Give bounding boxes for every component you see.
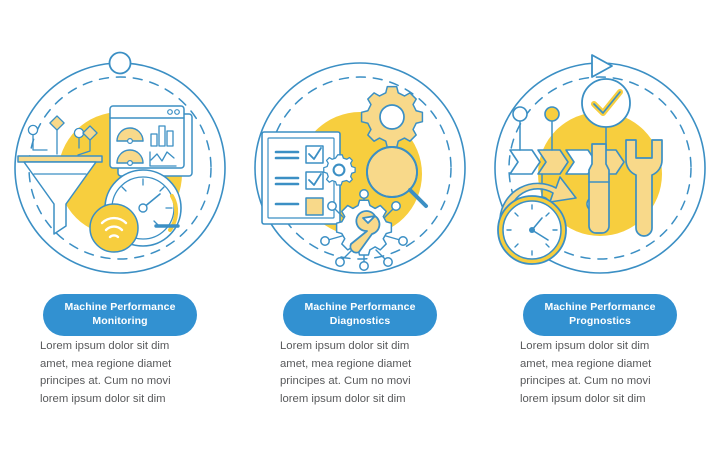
diagnostics-illustration	[261, 85, 428, 271]
monitoring-illustration	[17, 105, 193, 253]
stage-title-prognostics[interactable]: Machine Performance Prognostics	[523, 294, 677, 336]
funnel-icon	[17, 155, 103, 235]
stage-diagnostics[interactable]: Machine Performance Diagnostics Lorem ip…	[240, 0, 480, 475]
prognostics-illustration	[497, 78, 663, 265]
dashboard-window-icon	[109, 105, 193, 177]
outer-ring	[254, 62, 466, 274]
stage-title-monitoring[interactable]: Machine Performance Monitoring	[43, 294, 197, 336]
stage-prognostics[interactable]: Machine Performance Prognostics Lorem ip…	[480, 0, 720, 475]
magnifier-gear-icon	[366, 146, 428, 208]
wrench-tool-icon	[625, 139, 663, 237]
checkbox-empty-icon	[305, 197, 324, 216]
screwdriver-icon	[588, 143, 610, 234]
check-circle-icon	[581, 78, 631, 128]
clock-icon	[497, 176, 577, 265]
bar-chart-icon	[150, 125, 174, 147]
wrench-icon	[349, 210, 381, 254]
inner-dashed-ring	[28, 76, 212, 260]
stage-ring-monitoring	[0, 48, 240, 288]
footer-spacer	[0, 468, 720, 475]
circle-node-marker-icon	[108, 51, 132, 75]
stage-body-diagnostics: Lorem ipsum dolor sit dim amet, mea regi…	[280, 340, 412, 405]
stage-title-diagnostics[interactable]: Machine Performance Diagnostics	[283, 294, 437, 336]
small-gear-icon	[323, 154, 356, 186]
wifi-signal-icon	[89, 203, 139, 253]
stage-body-prognostics: Lorem ipsum dolor sit dim amet, mea regi…	[520, 340, 652, 405]
gear-icon	[360, 85, 424, 149]
stage-body-monitoring: Lorem ipsum dolor sit dim amet, mea regi…	[40, 340, 172, 405]
inner-dashed-ring	[268, 76, 452, 260]
molecule-gear-icon	[320, 189, 408, 271]
stage-ring-prognostics	[480, 48, 720, 288]
gauge-arc-icon	[116, 127, 144, 166]
line-chart-icon	[149, 151, 177, 167]
stage-monitoring[interactable]: Machine Performance Monitoring Lorem ips…	[0, 0, 240, 475]
triangle-arrow-marker-icon	[591, 54, 613, 78]
stage-ring-diagnostics	[240, 48, 480, 288]
inner-dashed-ring	[508, 76, 692, 260]
checkbox-checked-icon	[305, 145, 324, 190]
